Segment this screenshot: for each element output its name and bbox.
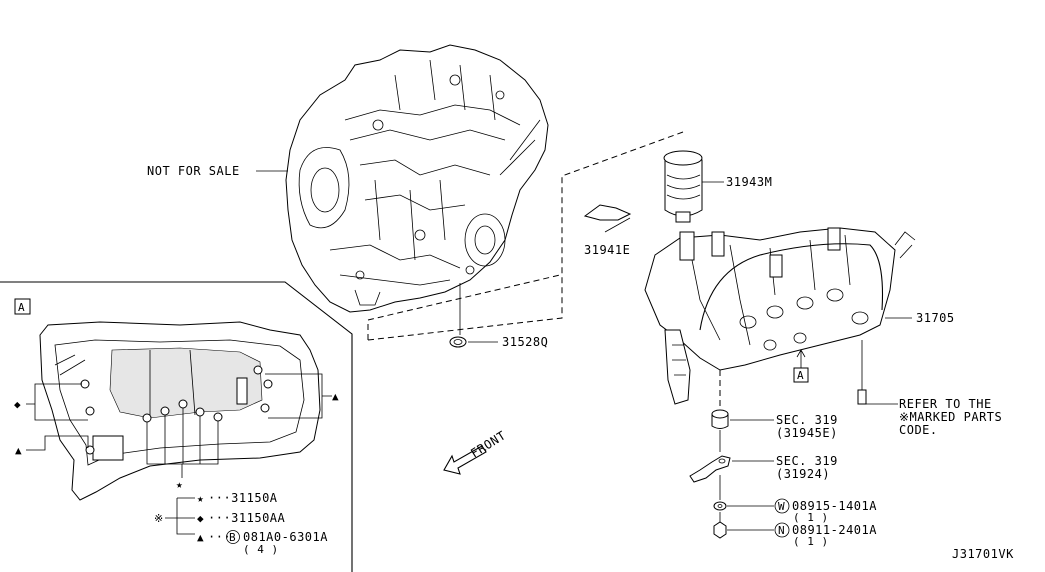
view-a-title: A (18, 301, 25, 314)
diamond-marker-left: ◆ (14, 398, 21, 411)
not-for-sale-label: NOT FOR SALE (147, 164, 240, 178)
legend-star-symbol: ★ (197, 492, 204, 505)
legend-triangle-part: 081A0-6301A (243, 530, 328, 544)
part-31528q-label: 31528Q (502, 335, 548, 349)
view-a-valve-body[interactable] (39, 321, 321, 501)
part-31941e[interactable] (583, 204, 632, 233)
view-a-panel (0, 281, 353, 572)
front-label: FRONT (468, 428, 508, 460)
part-31705-label: 31705 (916, 311, 955, 325)
refer-line-2: ※MARKED PARTS (899, 410, 1002, 424)
part-31943m[interactable] (663, 150, 724, 223)
legend-diamond-part: ···31150AA (208, 511, 286, 525)
part-08911-2401a[interactable] (713, 521, 790, 539)
valve-body[interactable] (644, 227, 916, 405)
view-a-marker: A (793, 349, 809, 383)
w-circle-letter: W (778, 500, 785, 513)
n-qty: ( 1 ) (793, 535, 829, 548)
legend-diamond-symbol: ◆ (197, 512, 204, 525)
w-qty: ( 1 ) (793, 511, 829, 524)
legend: ★ ···31150A ※ ◆ ···31150AA ▲ ··· B 081A0… (154, 491, 328, 556)
sec319-b-sub: (31924) (776, 467, 830, 481)
sec319-a-label: SEC. 319 (776, 413, 838, 427)
triangle-marker-left: ▲ (15, 444, 22, 457)
part-31528q[interactable] (449, 283, 498, 348)
part-31924[interactable] (689, 455, 774, 483)
refer-line-1: REFER TO THE (899, 397, 992, 411)
view-a-leaders (26, 373, 332, 535)
legend-triangle-qty: ( 4 ) (243, 543, 279, 556)
sec319-b-label: SEC. 319 (776, 454, 838, 468)
w-part-label: 08915-1401A (792, 499, 877, 513)
legend-b-circle-letter: B (229, 531, 236, 544)
part-31943m-label: 31943M (726, 175, 772, 189)
legend-triangle-symbol: ▲ (197, 531, 204, 544)
part-08915-1401a[interactable] (713, 498, 790, 514)
sec319-a-sub: (31945E) (776, 426, 838, 440)
legend-star-part: ···31150A (208, 491, 278, 505)
n-part-label: 08911-2401A (792, 523, 877, 537)
front-arrow-icon (443, 445, 487, 475)
refer-line-3: CODE. (899, 423, 938, 437)
star-marker-center: ★ (176, 478, 183, 491)
transmission-case[interactable] (285, 44, 549, 313)
legend-triangle-dots: ··· (208, 530, 231, 544)
triangle-marker-right: ▲ (332, 390, 339, 403)
n-circle-letter: N (778, 524, 785, 537)
view-a-ref-letter: A (797, 369, 804, 382)
refer-bolt[interactable] (857, 340, 898, 405)
part-31941e-label: 31941E (584, 243, 630, 257)
legend-ref-symbol: ※ (154, 512, 164, 525)
diagram-id: J31701VK (952, 547, 1014, 561)
part-31945e[interactable] (711, 409, 774, 429)
